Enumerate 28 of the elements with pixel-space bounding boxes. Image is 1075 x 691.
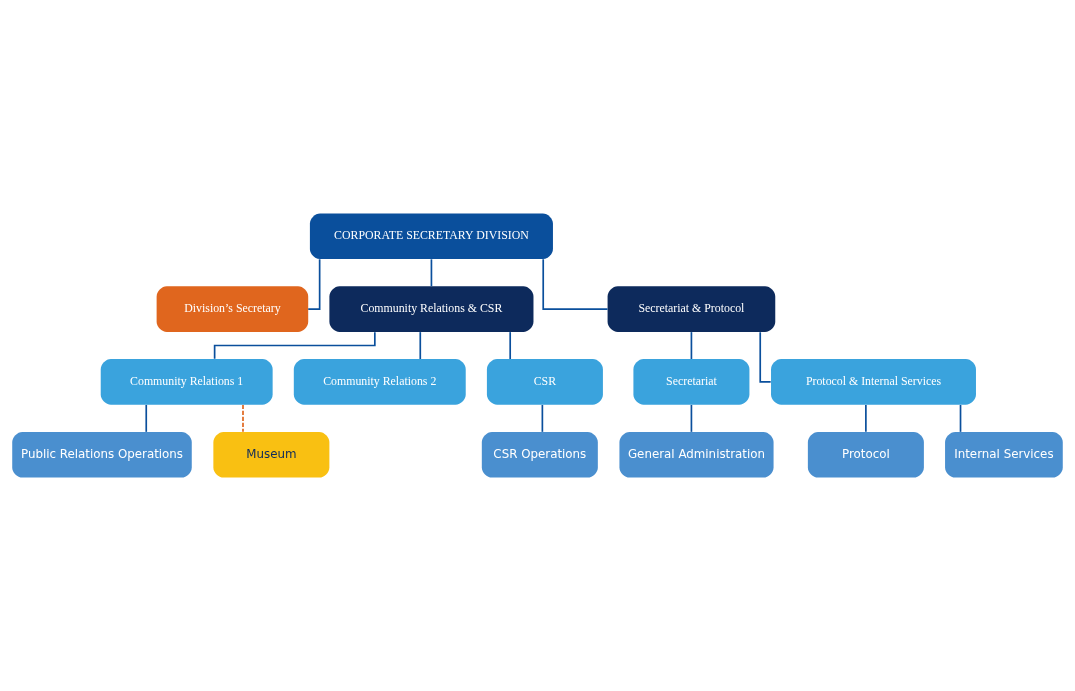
- connector: [759, 331, 772, 383]
- node-box: Community Relations 1: [100, 359, 273, 405]
- node-box: Community Relations 2: [293, 359, 466, 405]
- node-box: CORPORATE SECRETARY DIVISION: [309, 213, 553, 260]
- connector: [541, 404, 544, 433]
- node-box: Protocol & Internal Services: [771, 359, 976, 405]
- connector: [690, 331, 693, 360]
- connector: [865, 404, 867, 433]
- node-box: Internal Services: [945, 431, 1063, 478]
- connector: [690, 404, 693, 433]
- connector: [509, 331, 512, 360]
- connector: [430, 258, 433, 288]
- node-box: Secretariat & Protocol: [607, 286, 776, 332]
- connector: [419, 331, 422, 360]
- connector: [242, 404, 244, 433]
- node-box: Protocol: [807, 431, 924, 478]
- node-box: Secretariat: [633, 359, 750, 405]
- node-box: CSR Operations: [481, 431, 598, 478]
- node-box: Museum: [213, 431, 330, 478]
- node-box: CSR: [486, 359, 603, 405]
- node-box: General Administration: [619, 431, 774, 478]
- node-box: Public Relations Operations: [12, 431, 192, 478]
- connector: [145, 404, 148, 433]
- node-box: Division’s Secretary: [156, 286, 309, 332]
- connector: [542, 258, 609, 310]
- connector: [307, 258, 321, 310]
- connector: [959, 404, 962, 433]
- node-box: Community Relations & CSR: [329, 286, 534, 332]
